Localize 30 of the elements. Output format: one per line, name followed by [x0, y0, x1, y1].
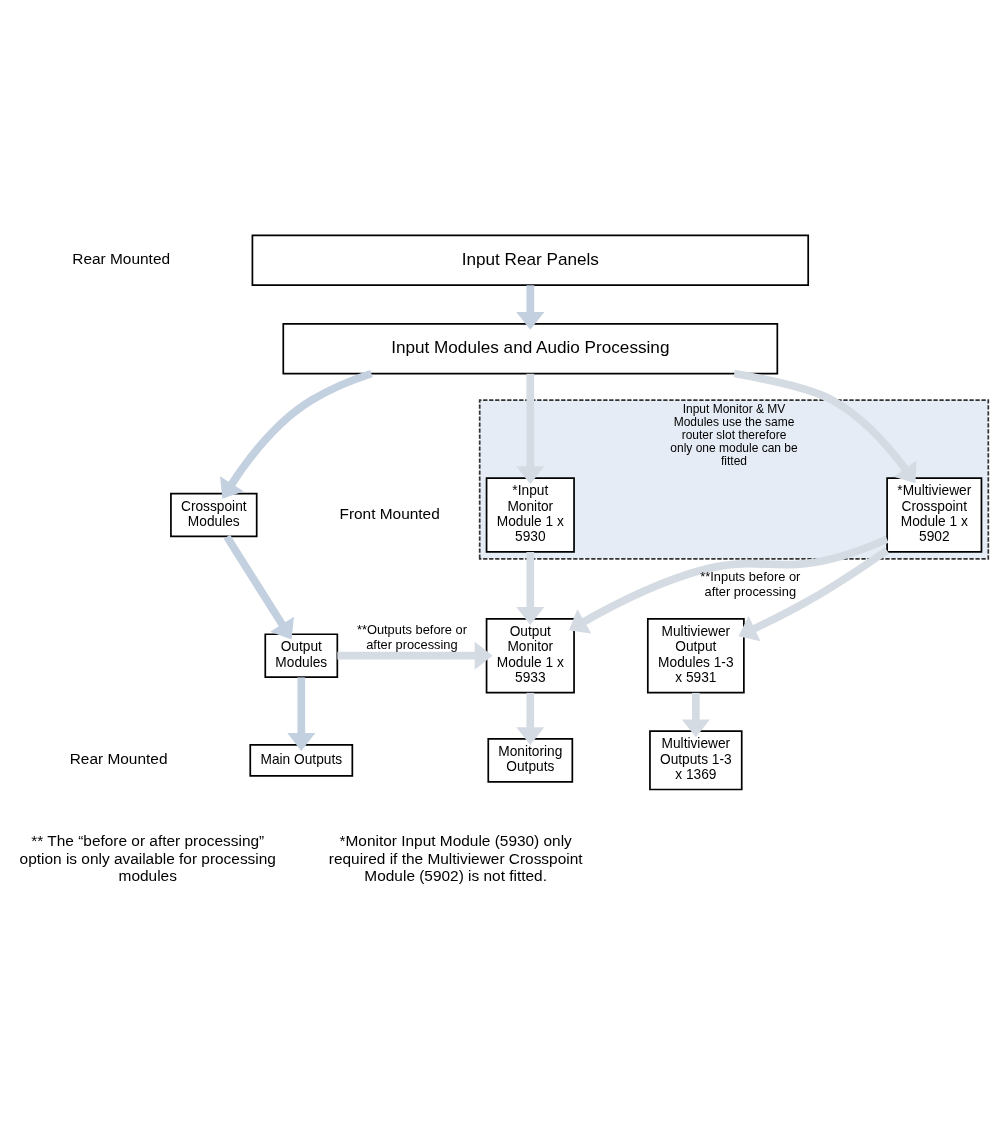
label: *Monitor Input Module (5930) only required if the Multiviewer Crosspoint Module (5902) is not fitted. — [328, 831, 583, 884]
node-box: Output Modules — [264, 632, 339, 678]
arrow — [223, 534, 294, 639]
label: Front Mounted — [339, 504, 440, 522]
node-box: Crosspoint Modules — [170, 492, 258, 537]
arrow — [220, 369, 373, 499]
arrow — [516, 692, 545, 745]
label: Rear Mounted — [69, 749, 168, 767]
node-box: Input Modules and Audio Processing — [282, 322, 779, 374]
arrow — [516, 373, 545, 484]
arrow — [733, 369, 917, 483]
arrow — [516, 284, 545, 330]
node-box: Multiviewer Outputs 1-3 x 1369 — [649, 729, 743, 790]
arrow — [337, 641, 493, 670]
node-box: Monitoring Outputs — [487, 737, 574, 783]
edge-label: **Inputs before or after processing — [700, 568, 801, 599]
arrow — [738, 546, 890, 641]
arrow — [568, 535, 889, 634]
node-box: Input Rear Panels — [251, 234, 810, 286]
arrow — [681, 692, 710, 737]
arrow — [287, 676, 316, 751]
label: Rear Mounted — [72, 249, 171, 267]
arrow — [516, 551, 545, 625]
node-box: Output Monitor Module 1 x 5933 — [485, 617, 575, 693]
label: ** The “before or after processing” option is only available for processing modules — [19, 831, 276, 884]
node-box: Multiviewer Output Modules 1-3 x 5931 — [646, 617, 745, 693]
node-box: *Input Monitor Module 1 x 5930 — [485, 476, 575, 553]
edge-label: **Outputs before or after processing — [356, 621, 467, 652]
node-box: Main Outputs — [249, 743, 354, 777]
node-box: *Multiviewer Crosspoint Module 1 x 5902 — [886, 476, 983, 553]
